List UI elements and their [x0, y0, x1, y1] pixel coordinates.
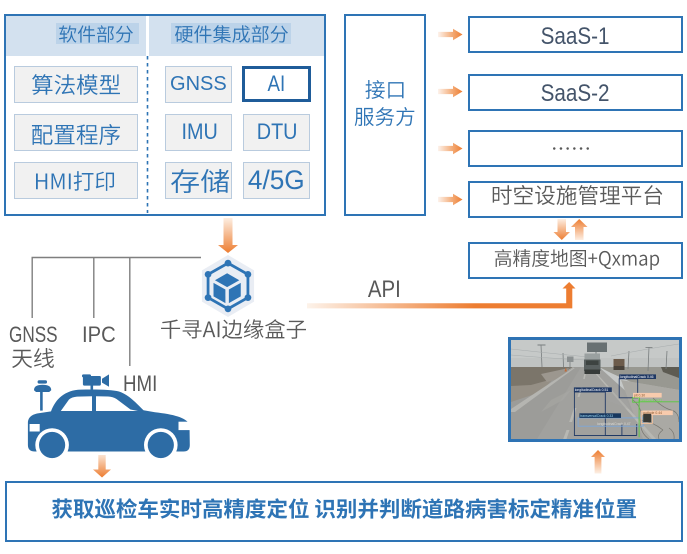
svg-text:pileCrack 0.21: pileCrack 0.21: [641, 398, 663, 402]
svg-text:pothole 0.44: pothole 0.44: [643, 411, 662, 415]
svg-text:transversalCrack 0.33: transversalCrack 0.33: [580, 414, 613, 418]
svg-text:longitudinalCrack 0.51: longitudinalCrack 0.51: [575, 388, 609, 392]
svg-text:pit 0.30: pit 0.30: [634, 394, 645, 398]
svg-text:longitudinalCrack 0.46: longitudinalCrack 0.46: [620, 375, 654, 379]
svg-text:longitudinalCrack 0.47: longitudinalCrack 0.47: [597, 422, 631, 426]
